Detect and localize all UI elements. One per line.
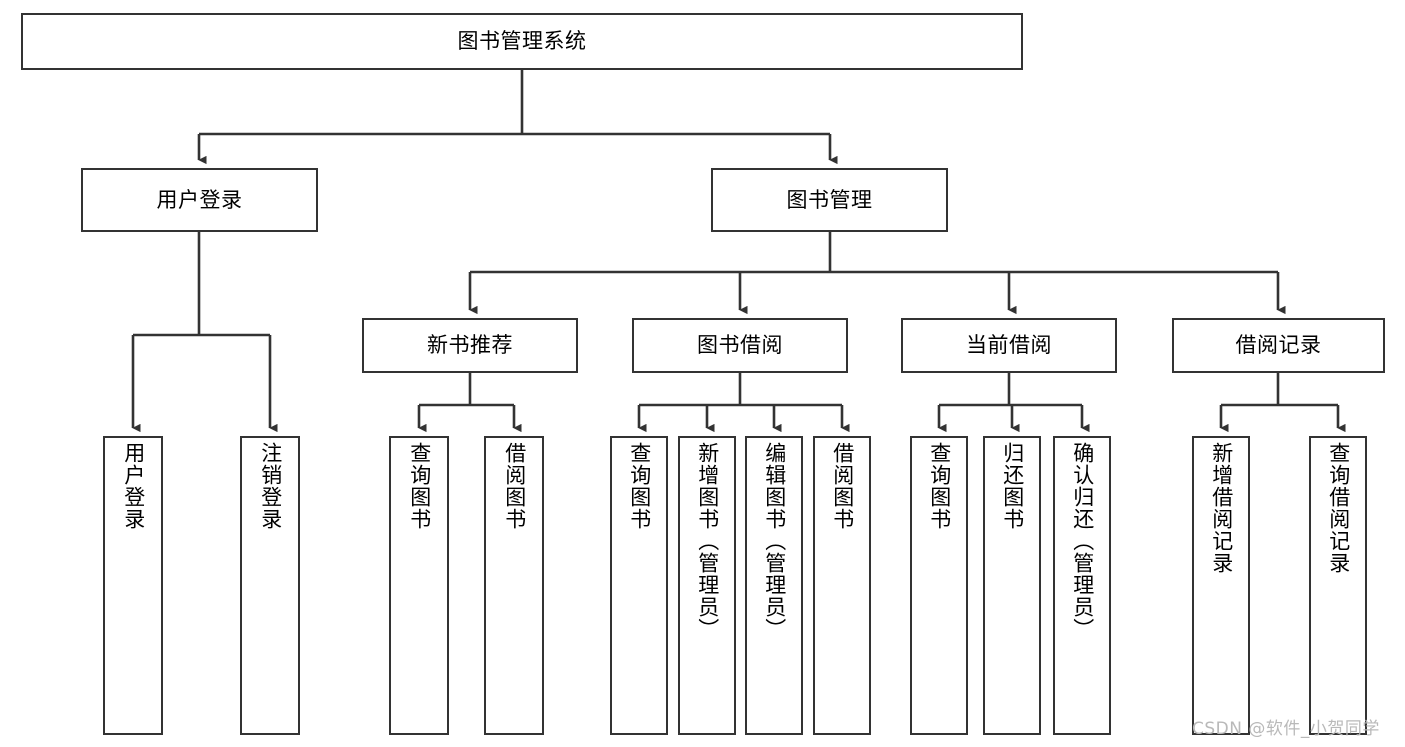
leaf-add-book-admin[interactable]: 新增图书（管理员）: [678, 436, 736, 735]
leaf-query-borrow-record[interactable]: 查询借阅记录: [1309, 436, 1367, 735]
node-label: 编辑图书（管理员）: [762, 442, 787, 640]
node-label: 用户登录: [156, 187, 243, 212]
node-label: 借阅记录: [1235, 333, 1322, 358]
node-label: 图书管理系统: [457, 29, 587, 54]
node-label: 查询图书: [407, 442, 432, 530]
node-book-borrow[interactable]: 图书借阅: [632, 318, 848, 373]
node-label: 新增借阅记录: [1209, 442, 1234, 574]
node-label: 图书管理: [786, 187, 873, 212]
node-root-book-management-system[interactable]: 图书管理系统: [21, 13, 1023, 70]
node-label: 查询借阅记录: [1326, 442, 1351, 574]
node-new-book-recommend[interactable]: 新书推荐: [362, 318, 578, 373]
leaf-query-book-newbook[interactable]: 查询图书: [389, 436, 449, 735]
leaf-query-book-borrow[interactable]: 查询图书: [610, 436, 668, 735]
leaf-user-logout[interactable]: 注销登录: [240, 436, 300, 735]
leaf-borrow-book-newbook[interactable]: 借阅图书: [484, 436, 544, 735]
node-label: 借阅图书: [502, 442, 527, 530]
leaf-add-borrow-record[interactable]: 新增借阅记录: [1192, 436, 1250, 735]
leaf-confirm-return-admin[interactable]: 确认归还（管理员）: [1053, 436, 1111, 735]
node-label: 查询图书: [927, 442, 952, 530]
leaf-borrow-book[interactable]: 借阅图书: [813, 436, 871, 735]
node-label: 新增图书（管理员）: [695, 442, 720, 640]
node-label: 新书推荐: [427, 333, 513, 358]
csdn-watermark: CSDN @软件_小贺同学: [1192, 719, 1380, 739]
node-current-borrow[interactable]: 当前借阅: [901, 318, 1117, 373]
leaf-user-login[interactable]: 用户登录: [103, 436, 163, 735]
leaf-query-book-current[interactable]: 查询图书: [910, 436, 968, 735]
leaf-return-book[interactable]: 归还图书: [983, 436, 1041, 735]
node-label: 确认归还（管理员）: [1070, 442, 1095, 640]
node-label: 归还图书: [1000, 442, 1025, 530]
node-label: 当前借阅: [966, 333, 1052, 358]
node-borrow-records[interactable]: 借阅记录: [1172, 318, 1385, 373]
node-label: 用户登录: [121, 442, 146, 530]
node-label: 查询图书: [627, 442, 652, 530]
node-label: 借阅图书: [830, 442, 855, 530]
node-label: 图书借阅: [697, 333, 783, 358]
node-user-login[interactable]: 用户登录: [81, 168, 318, 232]
node-label: 注销登录: [258, 442, 283, 530]
node-book-management[interactable]: 图书管理: [711, 168, 948, 232]
leaf-edit-book-admin[interactable]: 编辑图书（管理员）: [745, 436, 803, 735]
